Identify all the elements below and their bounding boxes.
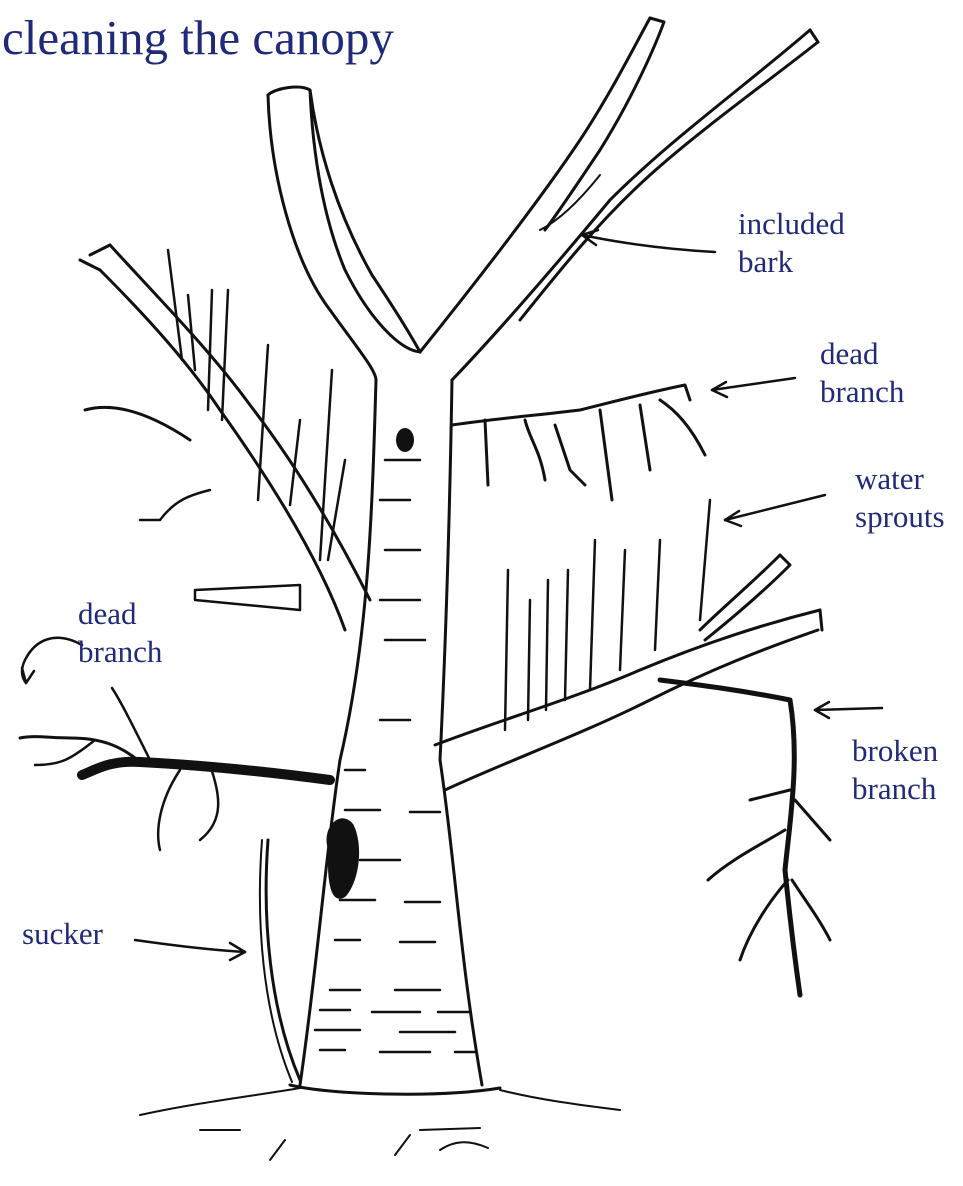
label-broken-branch: broken branch: [852, 732, 938, 808]
label-dead-branch-left: dead branch: [78, 595, 162, 671]
label-line: dead: [820, 335, 904, 373]
label-line: broken: [852, 732, 938, 770]
label-dead-branch-right: dead branch: [820, 335, 904, 411]
sucker-stem: [260, 840, 300, 1082]
label-line: dead: [78, 595, 162, 633]
label-line: water: [855, 460, 945, 498]
page-title: cleaning the canopy: [2, 10, 394, 66]
label-line: included: [738, 205, 845, 243]
broken-branch: [660, 680, 830, 995]
label-sucker: sucker: [22, 915, 103, 953]
label-line: branch: [820, 373, 904, 411]
label-line: branch: [78, 633, 162, 671]
dead-branch-left: [20, 688, 330, 850]
right-leaders: [420, 18, 818, 380]
label-included-bark: included bark: [738, 205, 845, 281]
label-line: bark: [738, 243, 845, 281]
right-lower-branch: [435, 500, 822, 790]
dead-branch-right: [452, 385, 705, 500]
left-leader: [268, 87, 420, 380]
label-line: sprouts: [855, 498, 945, 536]
label-water-sprouts: water sprouts: [855, 460, 945, 536]
label-line: branch: [852, 770, 938, 808]
